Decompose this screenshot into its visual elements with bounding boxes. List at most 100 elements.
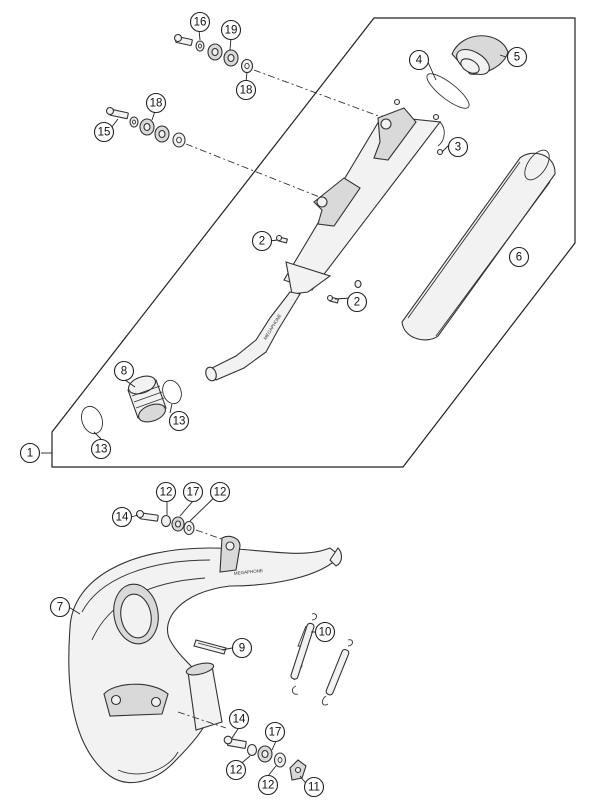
coupling-8	[127, 375, 167, 423]
ring-13a	[81, 405, 103, 435]
header-bolt-top	[135, 509, 159, 522]
callout-c2a: 2	[251, 230, 273, 252]
callout-circle	[113, 360, 135, 382]
callout-label: 17	[187, 487, 200, 499]
top-bolt	[173, 33, 193, 46]
callout-circle	[228, 708, 250, 730]
callout-label: 12	[230, 765, 243, 777]
silencer-packing-6	[401, 149, 556, 341]
callout-circle	[145, 92, 167, 114]
middle-washer	[129, 116, 139, 128]
callout-c18a: 18	[145, 92, 167, 114]
callout-c18b: 18	[235, 79, 257, 101]
callout-circle	[209, 481, 231, 503]
callout-circle	[168, 410, 190, 432]
callout-c6: 6	[508, 246, 530, 268]
callout-circle	[220, 19, 242, 41]
callout-c14a: 14	[111, 506, 133, 528]
callout-label: 14	[116, 512, 129, 524]
callout-circle	[257, 774, 279, 796]
seal-ring-4	[426, 73, 470, 109]
ring-13b	[162, 379, 182, 405]
callout-c14b: 14	[228, 708, 250, 730]
callout-circle	[251, 230, 273, 252]
middle-bushing-18	[139, 118, 186, 148]
header-washer-lower	[246, 743, 287, 768]
callout-circle	[189, 11, 211, 33]
callout-label: 4	[416, 55, 423, 67]
callout-circle	[447, 136, 469, 158]
callout-circle	[182, 481, 204, 503]
callout-circle	[235, 79, 257, 101]
callout-label: 2	[354, 297, 360, 309]
callout-c12a: 12	[155, 481, 177, 503]
header-pipe-7: MEGAPHONE	[68, 535, 343, 784]
callout-circle	[508, 246, 530, 268]
callout-circle	[303, 776, 325, 798]
end-cap-5	[451, 35, 509, 76]
callout-label: 18	[240, 85, 253, 97]
screw-2a	[275, 234, 289, 244]
callout-c12b: 12	[209, 481, 231, 503]
header-lower-axis-line	[177, 711, 227, 729]
callout-circle	[314, 621, 336, 643]
callout-label: 12	[160, 487, 173, 499]
callout-c19: 19	[220, 19, 242, 41]
middle-axis-line	[185, 143, 323, 199]
callout-label: 10	[319, 627, 332, 639]
callout-circle	[19, 442, 41, 464]
middle-bolt	[105, 106, 129, 120]
callout-circle	[408, 49, 430, 71]
callout-label: 8	[121, 366, 127, 378]
tail-pipe: MEGAPHONE	[205, 291, 301, 382]
callout-label: 13	[173, 416, 186, 428]
header-bolt-lower	[223, 735, 247, 749]
callout-label: 2	[259, 236, 265, 248]
callout-label: 6	[516, 252, 522, 264]
top-washer-16	[195, 40, 205, 52]
callout-c2b: 2	[346, 291, 368, 313]
callout-label: 9	[239, 643, 245, 655]
callout-c10: 10	[314, 621, 336, 643]
callout-label: 15	[98, 127, 111, 139]
callout-c13b: 13	[168, 410, 190, 432]
top-washer-18	[240, 58, 254, 74]
assembly-frame	[51, 17, 576, 468]
callout-c11: 11	[303, 776, 325, 798]
callout-label: 17	[269, 727, 282, 739]
callout-c17a: 17	[182, 481, 204, 503]
top-bushing-19	[207, 43, 239, 67]
callout-label: 12	[214, 487, 227, 499]
silencer-body	[283, 98, 445, 295]
spring-10b	[321, 639, 353, 706]
callout-circle	[93, 121, 115, 143]
callout-label: 19	[225, 25, 238, 37]
callout-c16: 16	[189, 11, 211, 33]
callout-circle	[90, 438, 112, 460]
callout-label: 5	[514, 52, 520, 64]
callout-c9: 9	[231, 637, 253, 659]
callout-c15: 15	[93, 121, 115, 143]
rubber-strip-9	[193, 639, 227, 655]
callout-circle	[155, 481, 177, 503]
callout-c13a: 13	[90, 438, 112, 460]
callout-label: 12	[262, 780, 275, 792]
callout-circle	[346, 291, 368, 313]
callout-label: 11	[308, 782, 320, 794]
callout-circle	[49, 596, 71, 618]
top-axis-line	[253, 69, 385, 119]
callout-c7: 7	[49, 596, 71, 618]
callout-circle	[225, 759, 247, 781]
callout-label: 3	[455, 142, 461, 154]
callout-c1: 1	[19, 442, 41, 464]
callout-c17b: 17	[264, 721, 286, 743]
nut-2b	[354, 279, 362, 289]
header-washer-top	[160, 514, 195, 536]
callout-label: 16	[194, 17, 207, 29]
callout-c12d: 12	[257, 774, 279, 796]
callout-circle	[264, 721, 286, 743]
callout-label: 1	[27, 448, 33, 460]
callout-label: 7	[57, 602, 63, 614]
callout-circle	[231, 637, 253, 659]
